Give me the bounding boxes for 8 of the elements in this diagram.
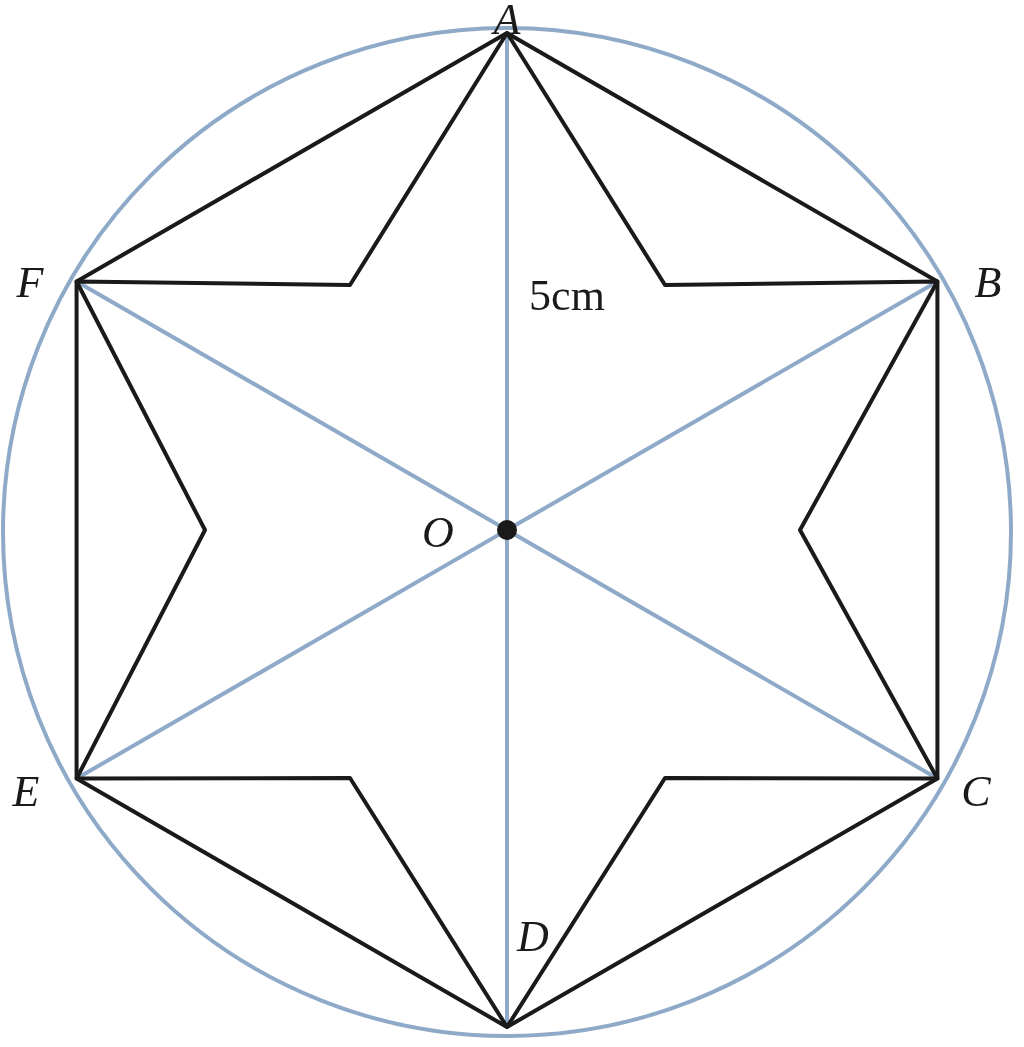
point-label: A	[493, 0, 521, 42]
point-label: B	[974, 261, 1002, 305]
point-label: F	[16, 261, 44, 305]
point-label: D	[517, 915, 549, 959]
dimension-label: 5cm	[529, 274, 605, 318]
point-label: O	[422, 511, 454, 555]
point-label: C	[961, 770, 991, 814]
point-label: E	[12, 770, 40, 814]
